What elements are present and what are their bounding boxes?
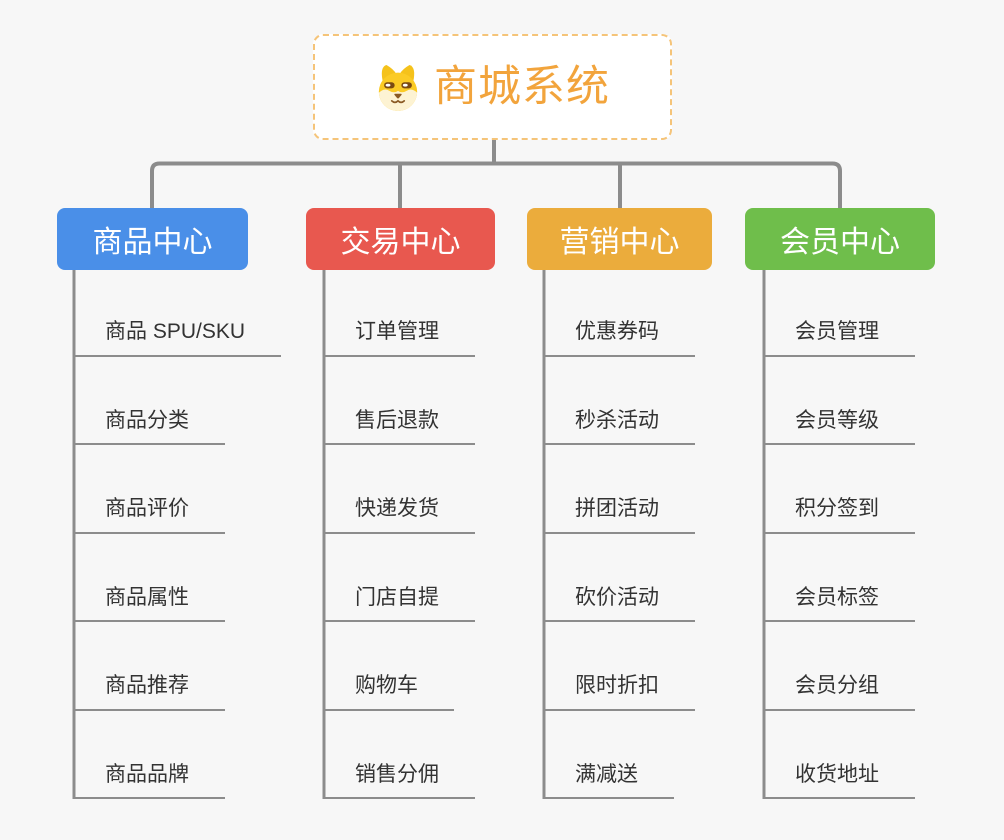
child-node[interactable]: 门店自提 [323, 585, 475, 622]
dog-face-icon [375, 61, 421, 113]
child-node[interactable]: 限时折扣 [543, 673, 695, 711]
child-row: 商品 SPU/SKU [73, 268, 353, 357]
child-row: 售后退款 [323, 357, 603, 445]
branch-box-product-center[interactable]: 商品中心 [57, 208, 248, 270]
branch-box-trade-center[interactable]: 交易中心 [306, 208, 495, 270]
branch-box-marketing-center[interactable]: 营销中心 [527, 208, 712, 270]
child-node[interactable]: 商品分类 [73, 408, 225, 445]
child-node[interactable]: 销售分佣 [323, 762, 475, 799]
branch-label: 交易中心 [340, 226, 461, 259]
child-node[interactable]: 售后退款 [323, 408, 475, 445]
child-row: 商品推荐 [73, 622, 353, 711]
child-row: 会员分组 [763, 622, 1004, 711]
child-row: 秒杀活动 [543, 357, 823, 445]
child-node[interactable]: 收货地址 [763, 762, 915, 799]
child-node[interactable]: 会员管理 [763, 319, 915, 357]
child-row: 会员等级 [763, 357, 1004, 445]
child-row: 商品品牌 [73, 711, 353, 799]
child-row: 满减送 [543, 711, 823, 799]
child-node[interactable]: 会员分组 [763, 673, 915, 711]
child-node[interactable]: 拼团活动 [543, 496, 695, 534]
child-row: 门店自提 [323, 534, 603, 622]
branch-children-product-center: 商品 SPU/SKU 商品分类商品评价商品属性商品推荐商品品牌 [73, 268, 353, 799]
root-node[interactable]: 商城系统 [313, 34, 672, 140]
child-row: 快递发货 [323, 445, 603, 534]
branch-label: 商品中心 [92, 226, 213, 259]
child-row: 优惠券码 [543, 268, 823, 357]
branch-label: 会员中心 [780, 226, 900, 259]
child-node[interactable]: 满减送 [543, 762, 674, 799]
child-node[interactable]: 商品 SPU/SKU [73, 319, 282, 357]
child-node[interactable]: 会员等级 [763, 408, 915, 445]
child-node[interactable]: 商品推荐 [73, 673, 225, 711]
child-row: 商品评价 [73, 445, 353, 534]
child-row: 砍价活动 [543, 534, 823, 622]
child-row: 商品分类 [73, 357, 353, 445]
child-row: 商品属性 [73, 534, 353, 622]
connector-bar [150, 161, 842, 208]
child-node[interactable]: 商品品牌 [73, 762, 225, 799]
branch-children-marketing-center: 优惠券码秒杀活动拼团活动砍价活动限时折扣满减送 [543, 268, 823, 799]
branch-label: 营销中心 [559, 226, 680, 259]
child-node[interactable]: 优惠券码 [543, 319, 695, 357]
child-node[interactable]: 商品属性 [73, 585, 225, 622]
child-row: 积分签到 [763, 445, 1004, 534]
child-node[interactable]: 快递发货 [323, 496, 475, 534]
child-row: 会员标签 [763, 534, 1004, 622]
child-row: 销售分佣 [323, 711, 603, 799]
child-node[interactable]: 商品评价 [73, 496, 225, 534]
root-title: 商城系统 [434, 62, 610, 111]
child-row: 订单管理 [323, 268, 603, 357]
branch-children-trade-center: 订单管理售后退款快递发货门店自提购物车销售分佣 [323, 268, 603, 799]
branch-box-member-center[interactable]: 会员中心 [745, 208, 935, 270]
child-node[interactable]: 订单管理 [323, 319, 475, 357]
child-row: 购物车 [323, 622, 603, 711]
child-node[interactable]: 砍价活动 [543, 585, 695, 622]
child-node[interactable]: 积分签到 [763, 496, 915, 534]
branch-children-member-center: 会员管理会员等级积分签到会员标签会员分组收货地址 [763, 268, 1004, 799]
child-row: 收货地址 [763, 711, 1004, 799]
child-node[interactable]: 会员标签 [763, 585, 915, 622]
child-node[interactable]: 购物车 [323, 673, 454, 711]
child-row: 限时折扣 [543, 622, 823, 711]
child-row: 拼团活动 [543, 445, 823, 534]
child-row: 会员管理 [763, 268, 1004, 357]
child-node[interactable]: 秒杀活动 [543, 408, 695, 445]
